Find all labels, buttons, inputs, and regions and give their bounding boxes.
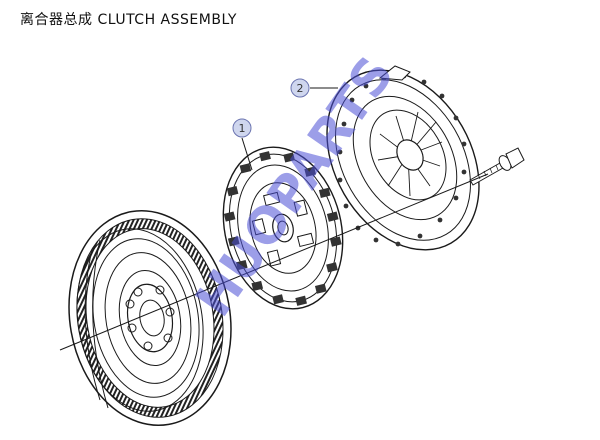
page-title: 离合器总成 CLUTCH ASSEMBLY — [20, 12, 237, 28]
callout-2: 2 — [290, 78, 338, 98]
bolt — [469, 147, 525, 186]
pressure-plate — [326, 65, 480, 251]
flywheel — [68, 209, 232, 427]
center-axis-line — [59, 173, 489, 351]
clutch-disc — [222, 146, 344, 310]
callout-1: 1 — [232, 118, 253, 171]
callout-2-label: 2 — [297, 82, 304, 95]
callout-1-label: 1 — [239, 122, 246, 135]
